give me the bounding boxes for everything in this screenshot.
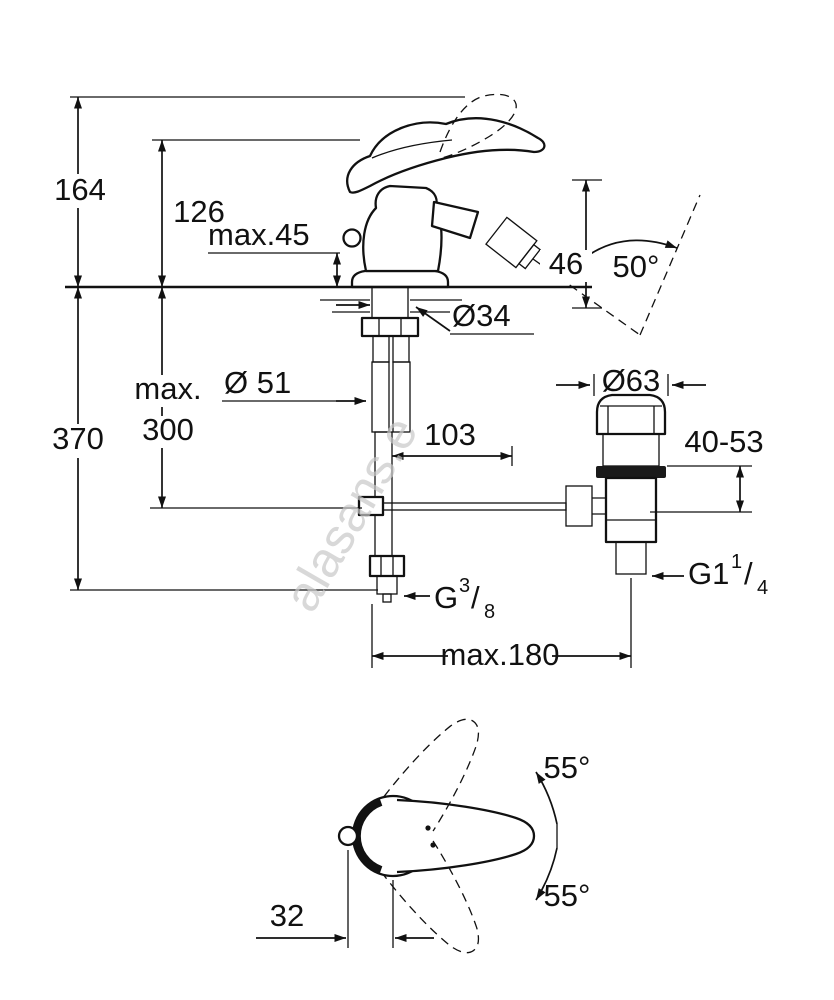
lever-open-dashed: [439, 93, 517, 159]
dia-63-label: Ø63: [602, 363, 661, 398]
swivel-arc-up: [535, 771, 558, 825]
hose-fitting-nut: [368, 554, 406, 578]
waste-tailpiece: [615, 541, 647, 575]
mounting-plate-lines: [320, 299, 462, 313]
dim-max45-label: max.45: [208, 217, 310, 252]
side-view: [320, 93, 667, 603]
plan-outlet-port: [337, 825, 359, 847]
dia-34-label: Ø34: [452, 298, 511, 333]
hose-connector-right: [392, 335, 410, 363]
locknut-facets: [378, 318, 402, 336]
locknut: [360, 316, 420, 338]
dia-51-label: Ø 51: [224, 365, 291, 400]
dim-370-label: 370: [52, 421, 104, 456]
lever-detail-line: [371, 139, 453, 159]
dim-32-ext-lines: [347, 850, 394, 948]
aerator-tip: [518, 243, 541, 270]
g38-prefix: G: [434, 580, 458, 615]
hose-fitting-facets: [380, 556, 394, 576]
dim-46-label: 46: [549, 246, 583, 281]
plan-lever-down-outline: [383, 840, 480, 954]
hose-fitting-tube: [382, 593, 392, 603]
waste-thread-label: G1 1 / 4: [688, 551, 768, 599]
swivel-down-label: 55°: [544, 878, 591, 913]
g38-slash: /: [471, 580, 480, 615]
dim-4053-label: 40-53: [684, 424, 763, 459]
waste-flange: [595, 393, 667, 436]
dim-46-ticks: [572, 179, 602, 309]
knob-link: [592, 497, 606, 515]
pop-up-rod: [382, 502, 567, 511]
dim-max180-label: max.180: [441, 637, 560, 672]
escutcheon-base: [350, 269, 450, 289]
g38-sub: 8: [484, 601, 495, 623]
plan-lever-down-dashed: [383, 840, 480, 954]
plan-lever: [396, 798, 536, 874]
g114-prefix: G1: [688, 556, 729, 591]
dim-103-label: 103: [424, 417, 476, 452]
body-column: [362, 184, 443, 273]
dim-126-label: 126: [173, 194, 225, 229]
rod-adjuster-knob: [565, 485, 593, 527]
aerator: [485, 216, 541, 270]
spout-stub: [430, 200, 480, 240]
extension-lines: [70, 96, 465, 591]
dimension-labels: 164 126 max.45 46 50° Ø34 Ø 51 max. 300 …: [42, 172, 768, 933]
rod-tee: [357, 495, 385, 517]
g114-slash: /: [744, 556, 753, 591]
supply-hose-right: [392, 361, 411, 433]
waste-seal: [596, 466, 666, 478]
dim-max300-label-1: max.: [134, 371, 201, 406]
dia34-leader: [415, 306, 451, 332]
watermark-text: alasans.e: [273, 407, 429, 620]
mounting-hardware: [320, 286, 567, 603]
dim-32-label: 32: [270, 898, 304, 933]
dia63-ticks: [593, 374, 669, 396]
dim-max300-label-2: 300: [142, 412, 194, 447]
waste-body-lower: [604, 476, 658, 544]
plan-lever-up-dashed: [383, 718, 480, 832]
dim-164-label: 164: [54, 172, 106, 207]
label-mask: [42, 424, 114, 458]
lever-handle: [346, 117, 546, 194]
plan-dot-1: [425, 825, 431, 831]
g38-sup: 3: [459, 575, 470, 597]
hose-fitting-body: [376, 575, 398, 595]
label-mask: [126, 416, 210, 448]
waste-flange-detail: [600, 405, 662, 434]
faucet-body: [342, 93, 546, 289]
swivel-arc-down: [535, 847, 558, 901]
g114-sup: 1: [731, 551, 742, 573]
label-mask: [540, 250, 592, 282]
swivel-up-label: 55°: [544, 750, 591, 785]
hose-connector-left: [372, 335, 390, 363]
plan-lever-up-outline: [383, 718, 480, 832]
threaded-shank: [371, 286, 409, 319]
supply-thread-label: G 3 / 8: [434, 575, 495, 623]
plan-view: [256, 718, 558, 954]
label-mask: [126, 375, 210, 407]
g114-sub: 4: [757, 577, 768, 599]
pop-up-waste: [565, 393, 667, 575]
dim-50deg-label: 50°: [613, 249, 660, 284]
aerator-knurl: [485, 216, 538, 269]
hose-connection-port: [342, 228, 362, 248]
label-mask: [46, 174, 114, 208]
waste-body-upper: [602, 433, 660, 467]
